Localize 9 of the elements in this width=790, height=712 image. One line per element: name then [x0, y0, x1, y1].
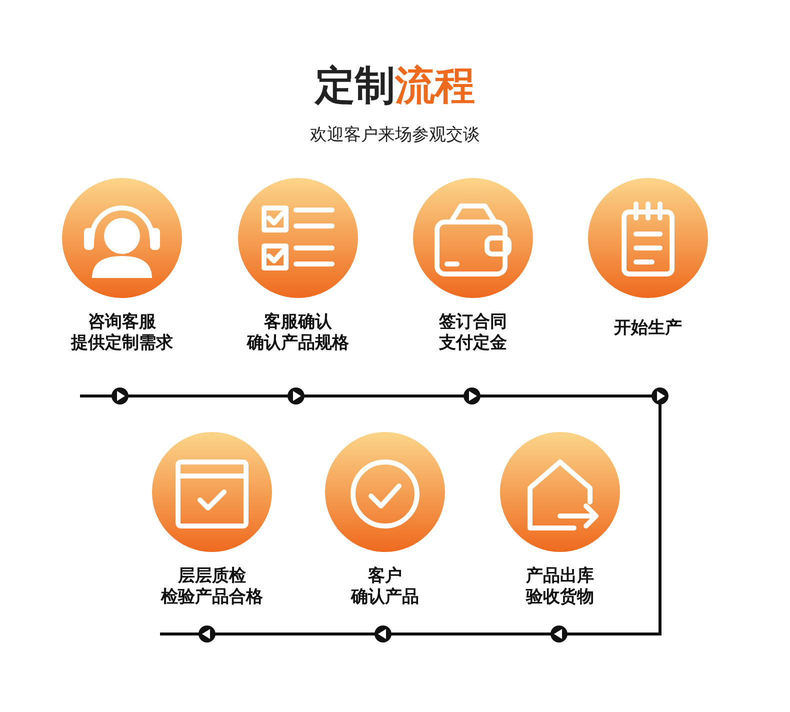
step-label: 客户确认产品 — [350, 566, 420, 608]
title: 定制流程 — [313, 62, 476, 110]
step-label: 层层质检检验产品合格 — [160, 566, 264, 608]
step-label: 开始生产 — [612, 318, 683, 339]
step-label: 签订合同支付定金 — [438, 312, 508, 354]
step-label: 咨询客服提供定制需求 — [70, 312, 174, 354]
step-label: 产品出库验收货物 — [524, 566, 595, 608]
subtitle: 欢迎客户来场参观交谈 — [309, 124, 481, 146]
step-label: 客服确认确认产品规格 — [246, 312, 350, 354]
